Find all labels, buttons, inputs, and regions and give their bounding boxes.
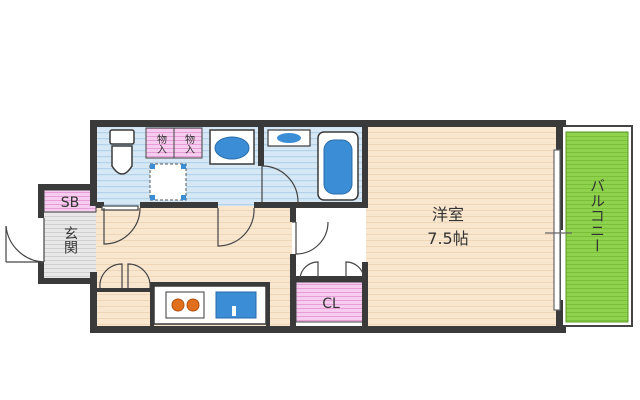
entrance-door xyxy=(5,218,45,263)
western-room-floor xyxy=(366,126,558,326)
western-room-size: 7.5帖 xyxy=(427,229,468,248)
bathtub xyxy=(317,131,359,201)
kitchen-counter xyxy=(153,285,267,325)
stove-burner-right xyxy=(186,298,200,312)
washroom-door xyxy=(261,165,299,203)
entrance-floor xyxy=(44,212,96,278)
toilet xyxy=(109,129,135,175)
storage-right xyxy=(173,127,203,159)
counter-sink xyxy=(267,129,311,147)
balcony xyxy=(559,125,633,327)
wash-basin xyxy=(209,129,255,165)
balcony-label: バルコニー xyxy=(588,178,606,253)
storage-left xyxy=(145,127,175,159)
storage-right-label: 物入 xyxy=(183,133,195,154)
closet-label: CL xyxy=(322,296,340,312)
shoebox-label: SB xyxy=(61,195,80,211)
western-room-label: 洋室 xyxy=(432,205,464,224)
stove-burner-left xyxy=(171,298,185,312)
storage-left-label: 物入 xyxy=(155,133,167,154)
window xyxy=(545,149,572,311)
closet xyxy=(295,281,367,323)
interior-doors xyxy=(99,205,365,289)
entrance-label: 玄関 xyxy=(62,225,78,255)
washing-machine-pan xyxy=(149,163,187,201)
